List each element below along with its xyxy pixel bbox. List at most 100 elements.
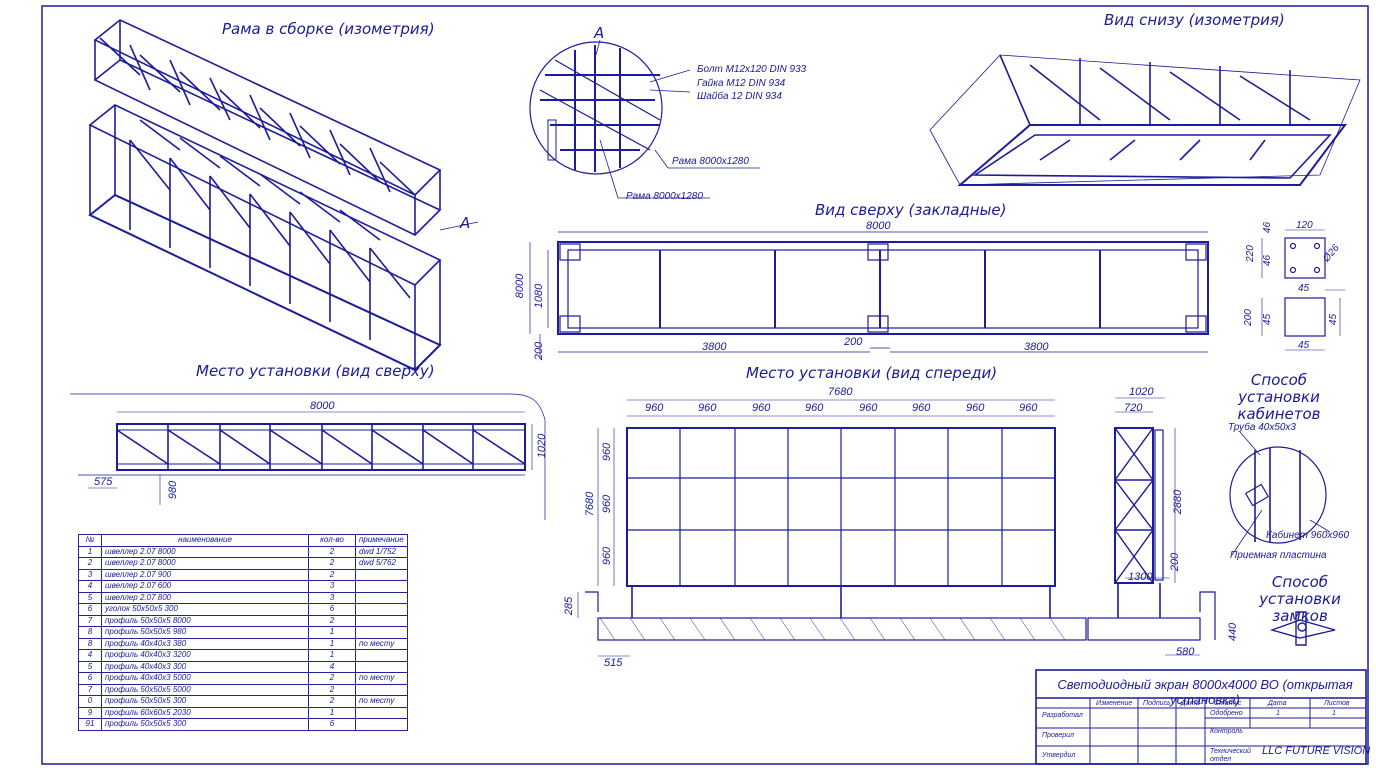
spec-cell-name: швеллер 2.07 8000 <box>101 545 309 558</box>
site-top-view-drawing <box>70 393 546 520</box>
spec-cell-qty: 2 <box>308 557 356 570</box>
dim-front-row-2: 960 <box>601 494 614 514</box>
washer-label: Шайба 12 DIN 934 <box>697 91 782 102</box>
spec-cell-qty: 3 <box>308 580 356 593</box>
plate-details-drawing <box>1261 229 1345 351</box>
spec-header-qty: кол-во <box>308 534 356 547</box>
spec-cell-num: 8 <box>78 637 102 650</box>
spec-cell-note <box>355 649 408 662</box>
spec-cell-note: по месту <box>355 695 408 708</box>
dim-top-gap: 200 <box>844 336 863 348</box>
plate-dim-g: 200 <box>1242 309 1254 326</box>
spec-cell-name: швеллер 2.07 8000 <box>101 557 309 570</box>
plate-dim-a: 120 <box>1296 220 1313 231</box>
spec-cell-name: профиль 40х40х3 5000 <box>101 672 309 685</box>
spec-cell-name: профиль 50х50х5 8000 <box>101 614 309 627</box>
stamp-col3: Дата <box>1181 700 1200 707</box>
frame2-label: Рама 8000х1280 <box>626 191 703 202</box>
dim-side-width: 1300 <box>1128 571 1153 583</box>
spec-cell-note: dwd 1/752 <box>355 545 408 558</box>
spec-cell-num: 1 <box>78 545 102 558</box>
spec-cell-qty: 2 <box>308 545 356 558</box>
dim-front-module-2: 960 <box>698 402 717 414</box>
dim-site-inner: 980 <box>167 480 180 500</box>
spec-cell-num: 3 <box>78 568 102 581</box>
spec-cell-num: 7 <box>78 683 102 696</box>
spec-cell-note <box>355 660 408 673</box>
dim-top-total: 8000 <box>866 220 891 232</box>
detail-letter: A <box>594 24 605 42</box>
dim-top-height-outer: 8000 <box>514 273 527 299</box>
dim-front-module-4: 960 <box>805 402 824 414</box>
side-view-drawing <box>1087 397 1216 656</box>
plate-dim-j: 45 <box>1298 340 1310 351</box>
note-cabinet: Кабинет 960х960 <box>1266 530 1350 541</box>
plate-dim-h: 45 <box>1262 313 1274 326</box>
stamp-col1: Изменение <box>1096 700 1133 707</box>
spec-cell-name: профиль 50х50х5 5000 <box>101 683 309 696</box>
spec-cell-qty: 2 <box>308 695 356 708</box>
stamp-sheets: 1 <box>1332 710 1336 717</box>
spec-cell-qty: 6 <box>308 603 356 616</box>
dim-front-row-3: 960 <box>601 546 614 566</box>
spec-cell-note <box>355 591 408 604</box>
spec-cell-qty: 2 <box>308 683 356 696</box>
spec-cell-note <box>355 718 408 731</box>
frame-assembly-drawing <box>88 19 479 372</box>
spec-cell-note <box>355 706 408 719</box>
dim-side-bottom: 200 <box>1169 552 1182 572</box>
spec-cell-note <box>355 603 408 616</box>
title-install-cabinets: Способ установки кабинетов <box>1237 371 1321 423</box>
spec-cell-num: 7 <box>78 614 102 627</box>
spec-cell-name: профиль 60х60х5 2030 <box>101 706 309 719</box>
spec-cell-note <box>355 568 408 581</box>
dim-top-left-span: 3800 <box>702 341 727 353</box>
stamp-control: Контроль <box>1210 728 1243 735</box>
spec-cell-qty: 2 <box>308 568 356 581</box>
spec-cell-name: профиль 50х50х5 300 <box>101 695 309 708</box>
spec-cell-name: швеллер 2.07 800 <box>101 591 309 604</box>
stamp-approved: Одобрено <box>1210 710 1243 717</box>
spec-cell-name: профиль 40х40х3 300 <box>101 660 309 673</box>
spec-table-header: № наименование кол-во примечание <box>78 534 408 547</box>
dim-front-module-8: 960 <box>1019 402 1038 414</box>
spec-cell-name: профиль 50х50х5 300 <box>101 718 309 731</box>
spec-cell-num: 6 <box>78 603 102 616</box>
note-plate: Приемная пластина <box>1230 550 1327 561</box>
dim-front-module-3: 960 <box>752 402 771 414</box>
dim-front-module-7: 960 <box>966 402 985 414</box>
spec-cell-num: 0 <box>78 695 102 708</box>
spec-cell-qty: 2 <box>308 614 356 627</box>
lock-detail-drawing <box>1269 611 1336 646</box>
spec-cell-qty: 3 <box>308 591 356 604</box>
spec-cell-num: 8 <box>78 626 102 639</box>
spec-cell-note <box>355 683 408 696</box>
spec-cell-note <box>355 580 408 593</box>
spec-cell-num: 9 <box>78 706 102 719</box>
dim-side-height: 2880 <box>1172 489 1185 515</box>
dim-top-right-span: 3800 <box>1024 341 1049 353</box>
dim-front-row-1: 960 <box>601 442 614 462</box>
dim-side-lock-height: 440 <box>1227 622 1240 642</box>
stamp-col5: Дата <box>1268 700 1287 707</box>
sheet-border <box>41 5 1369 765</box>
title-site-top: Место установки (вид сверху) <box>196 362 435 380</box>
spec-cell-num: 4 <box>78 649 102 662</box>
dim-front-height: 7680 <box>584 491 597 517</box>
spec-cell-note <box>355 626 408 639</box>
stamp-row1: Разработал <box>1042 712 1083 719</box>
spec-header-name: наименование <box>101 534 309 547</box>
